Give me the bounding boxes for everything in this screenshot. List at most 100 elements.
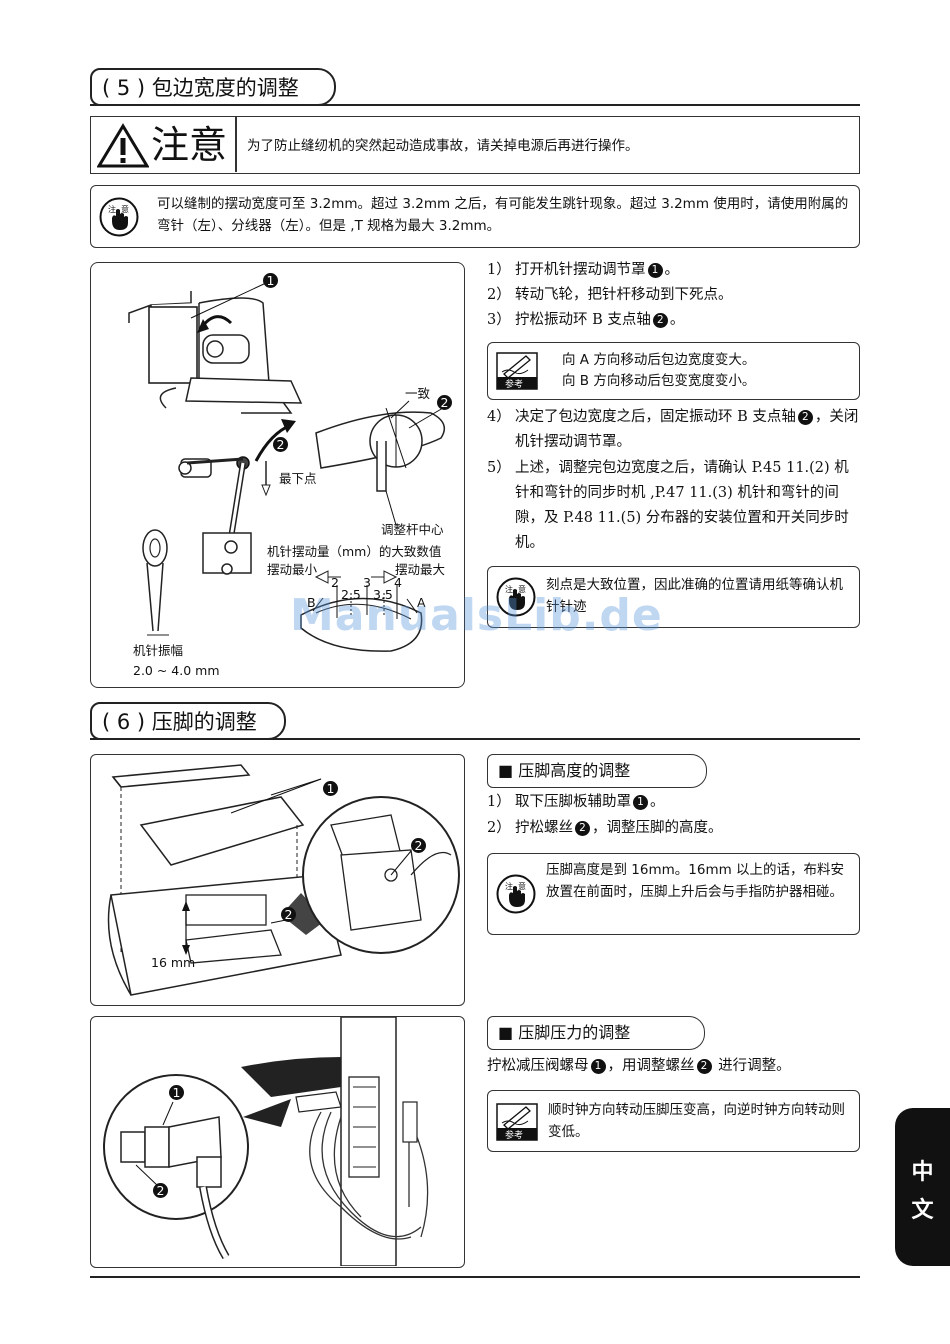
width-adjust-illustration — [128, 282, 446, 652]
caution-text-height: 压脚高度是到 16mm。16mm 以上的话，布料安放置在前面时，压脚上升后会与手… — [546, 862, 845, 900]
label-swing-max: 摆动最大 — [395, 562, 446, 577]
reference-line-b: 向 B 方向移动后包变宽度变小。 — [562, 373, 756, 389]
ref-bullet-2: 2 — [652, 313, 668, 328]
caution-icon-char-a: 注 — [505, 584, 513, 594]
caution-text-width: 可以缝制的摆动宽度可至 3.2mm。超过 3.2mm 之后，有可能发生跳针现象。… — [157, 196, 849, 234]
warning-box: 注意 为了防止缝纫机的突然起动造成事故，请关掉电源后再进行操作。 — [90, 116, 860, 174]
presser-height-diagram: 1 2 2 16 mm — [90, 754, 465, 1006]
ref-bullet-1: 1 — [647, 263, 663, 278]
caution-hand-icon: 注 意 — [99, 197, 139, 237]
step-num: 4） — [487, 409, 511, 425]
warning-text: 为了防止缝纫机的突然起动造成事故，请关掉电源后再进行操作。 — [247, 138, 639, 154]
step-text: 打开机针摆动调节罩 — [515, 262, 646, 278]
reference-text-pressure: 顺时钟方向转动压脚压变高，向逆时钟方向转动则变低。 — [548, 1102, 845, 1140]
warning-triangle-icon — [97, 123, 149, 168]
warning-divider — [235, 117, 237, 172]
callout-2-top: 2 — [437, 395, 452, 410]
step-tail: ，调整压脚的高度。 — [592, 820, 723, 836]
side-tab-char-2: 文 — [911, 1198, 934, 1223]
step-tail: 。 — [650, 794, 665, 810]
reference-box-direction: 参考 向 A 方向移动后包边宽度变大。 向 B 方向移动后包变宽度变小。 — [487, 342, 860, 400]
reference-icon-label: 参考 — [505, 1129, 523, 1141]
presser-pressure-illustration — [103, 1017, 429, 1266]
warning-label: 注意 — [151, 123, 228, 167]
caution-icon-char-b: 意 — [121, 204, 129, 214]
ref-bullet-2: 2 — [797, 410, 813, 425]
callout-1: 1 — [169, 1085, 184, 1100]
reference-pen-icon: 参考 — [496, 1103, 538, 1141]
scale-3: 3 — [363, 575, 371, 590]
step-text: 转动飞轮，把针杆移动到下死点。 — [515, 287, 733, 303]
label-yizhi: 一致 — [405, 386, 431, 401]
section6-title: ( 6 ) 压脚的调整 — [90, 702, 286, 740]
reference-line-a: 向 A 方向移动后包边宽度变大。 — [562, 352, 756, 368]
ref-bullet-2: 2 — [575, 821, 590, 836]
step-text: 拧松螺丝 — [515, 820, 573, 836]
reference-icon-label: 参考 — [505, 378, 523, 390]
subsection-height-text: ■ 压脚高度的调整 — [498, 761, 631, 780]
caution-box-height: 注 意 压脚高度是到 16mm。16mm 以上的话，布料安放置在前面时，压脚上升… — [487, 853, 860, 935]
presser-pressure-diagram: 1 2 — [90, 1016, 465, 1268]
label-lever-center: 调整杆中心 — [381, 522, 444, 537]
label-amplitude-range: 2.0 ~ 4.0 mm — [133, 663, 220, 678]
step-tail: ，关闭机针摆动调节罩。 — [515, 409, 859, 450]
caution-text-marks: 刻点是大致位置，因此准确的位置请用纸等确认机针针迹 — [546, 577, 843, 615]
scale-2: 2 — [331, 575, 339, 590]
scale-2-5: 2.5 — [341, 587, 361, 602]
caution-box-marks: 注 意 刻点是大致位置，因此准确的位置请用纸等确认机针针迹 — [487, 566, 860, 628]
step-5-2: 2） 转动飞轮，把针杆移动到下死点。 — [487, 283, 862, 308]
label-a: A — [417, 595, 426, 610]
step-text: 决定了包边宽度之后，固定振动环 B 支点轴 — [515, 409, 796, 425]
watermark: ManualsLib.de — [290, 590, 663, 641]
callout-1: 1 — [323, 781, 338, 796]
width-adjust-diagram: 1 一致 2 2 最下点 调整杆中心 机针摆动量（mm）的大致数值 摆动最小 摆… — [90, 262, 465, 688]
caution-box-width: 注 意 可以缝制的摆动宽度可至 3.2mm。超过 3.2mm 之后，有可能发生跳… — [90, 185, 860, 248]
pressure-text-c: 进行调整。 — [713, 1058, 791, 1074]
step-text: 上述，调整完包边宽度之后，请确认 P.45 11.(2) 机针和弯针的同步时机 … — [515, 460, 849, 551]
callout-2-circle: 2 — [411, 838, 426, 853]
label-lowest-point: 最下点 — [279, 471, 317, 486]
label-b: B — [307, 595, 316, 610]
caution-icon-char-a: 注 — [505, 881, 513, 891]
step-num: 2） — [487, 820, 511, 836]
caution-icon-char-b: 意 — [518, 584, 526, 594]
subsection-pressure-title: ■ 压脚压力的调整 — [487, 1016, 705, 1050]
label-swing-amount: 机针摆动量（mm）的大致数值 — [267, 544, 442, 559]
pressure-text-a: 拧松减压阀螺母 — [487, 1058, 589, 1074]
callout-2-lever: 2 — [273, 437, 288, 452]
section5-title: ( 5 ) 包边宽度的调整 — [90, 68, 336, 106]
ref-bullet-1: 1 — [590, 1059, 606, 1074]
language-side-tab: 中 文 — [895, 1108, 950, 1266]
side-tab-char-1: 中 — [911, 1160, 934, 1185]
label-swing-min: 摆动最小 — [267, 562, 318, 577]
scale-3-5: 3.5 — [373, 587, 393, 602]
caution-hand-icon: 注 意 — [496, 577, 536, 617]
subsection-pressure-text: ■ 压脚压力的调整 — [498, 1023, 631, 1042]
step-tail: 。 — [664, 262, 680, 278]
callout-2: 2 — [153, 1183, 168, 1198]
pressure-text-b: ，用调整螺丝 — [607, 1058, 695, 1074]
step-tail: 。 — [669, 312, 685, 328]
caution-icon-char-a: 注 — [108, 204, 116, 214]
ref-bullet-1: 1 — [633, 795, 648, 810]
scale-4: 4 — [394, 575, 402, 590]
label-needle-amplitude: 机针振幅 — [133, 643, 184, 658]
step-num: 1） — [487, 262, 511, 278]
reference-box-pressure: 参考 顺时钟方向转动压脚压变高，向逆时钟方向转动则变低。 — [487, 1090, 860, 1152]
step-num: 5） — [487, 460, 511, 476]
callout-2-screw: 2 — [281, 907, 296, 922]
label-16mm: 16 mm — [151, 955, 196, 970]
reference-pen-icon: 参考 — [496, 352, 538, 390]
callout-1: 1 — [263, 273, 278, 288]
step-num: 1） — [487, 794, 511, 810]
step-5-5: 5） 上述，调整完包边宽度之后，请确认 P.45 11.(2) 机针和弯针的同步… — [487, 456, 862, 558]
ref-bullet-2: 2 — [696, 1059, 712, 1074]
callout-line-1 — [190, 282, 267, 319]
step-num: 3） — [487, 312, 511, 328]
